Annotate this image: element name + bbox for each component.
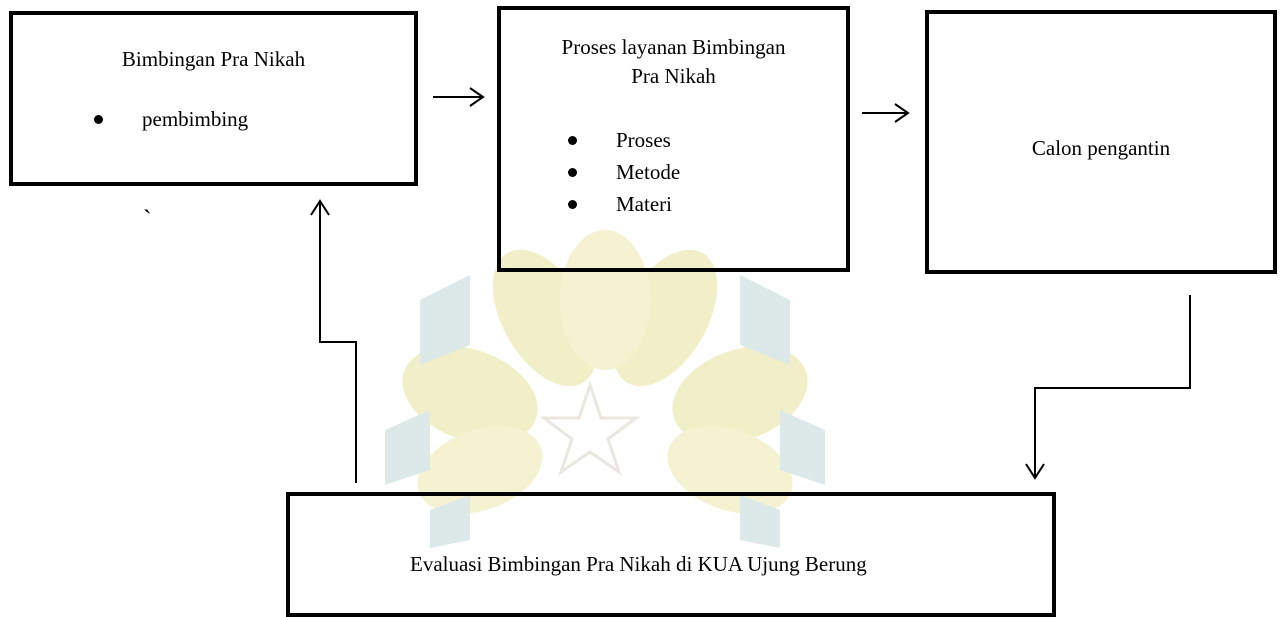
box-bimbingan-title: Bimbingan Pra Nikah xyxy=(121,47,306,71)
box-proses-title-line2: Pra Nikah xyxy=(631,64,716,88)
box-proses-layanan: Proses layanan Bimbingan Pra Nikah Prose… xyxy=(497,6,850,272)
box-calon-pengantin: Calon pengantin xyxy=(925,10,1277,274)
box-bimbingan-pra-nikah: Bimbingan Pra Nikah pembimbing xyxy=(9,11,418,186)
list-item: pembimbing xyxy=(94,103,248,135)
connector-up xyxy=(310,199,357,483)
box-proses-list: Proses Metode Materi xyxy=(568,124,680,220)
list-item: Metode xyxy=(568,156,680,188)
box-proses-title-line1: Proses layanan Bimbingan xyxy=(561,35,786,59)
box-evaluasi-title: Evaluasi Bimbingan Pra Nikah di KUA Ujun… xyxy=(410,552,867,576)
stray-mark: ` xyxy=(143,205,152,234)
list-item: Proses xyxy=(568,124,680,156)
list-item: Materi xyxy=(568,188,680,220)
connector-down xyxy=(1025,295,1191,480)
box-bimbingan-list: pembimbing xyxy=(94,103,248,135)
box-calon-title: Calon pengantin xyxy=(1031,136,1171,160)
arrow-right-2 xyxy=(862,103,910,123)
arrow-right-1 xyxy=(433,87,485,107)
